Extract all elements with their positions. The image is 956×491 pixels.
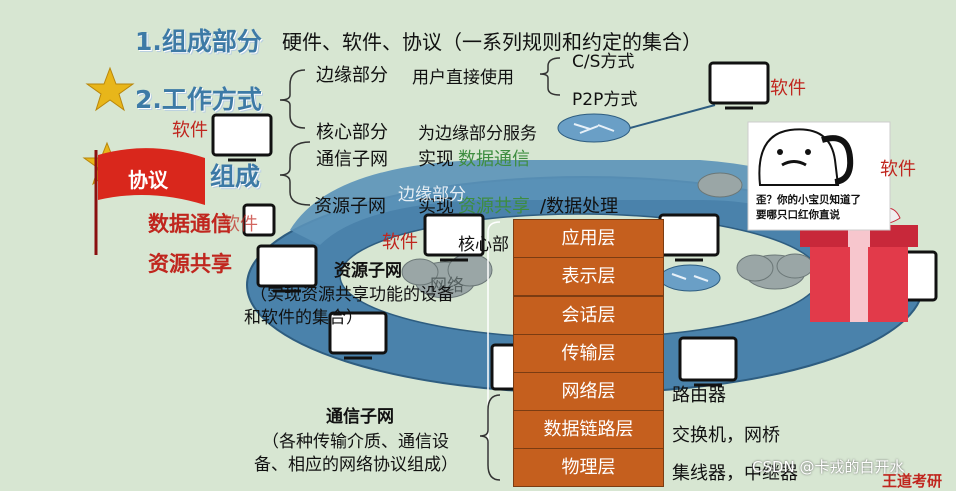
monitor-icon bbox=[708, 61, 770, 110]
sticker-line2: 要哪只口红你直说 bbox=[756, 209, 840, 221]
sticker-line1: 歪？你的小宝贝知道了 bbox=[756, 194, 861, 206]
res-subnet-highlight: 资源共享 bbox=[458, 196, 530, 217]
comm-subnet-title: 通信子网 bbox=[326, 407, 394, 427]
ring-network-label: 网络 bbox=[430, 276, 464, 296]
software-label: 软件 bbox=[382, 232, 418, 253]
bracket-core bbox=[487, 221, 501, 460]
flag-data-communication: 数据通信 bbox=[148, 212, 232, 236]
monitor-icon bbox=[256, 244, 318, 293]
resource-subnet-line1: （实现资源共享功能的设备 bbox=[250, 285, 454, 305]
res-subnet-verb: 实现 bbox=[418, 196, 454, 217]
flag-label: 协议 bbox=[128, 168, 168, 192]
cloud-right bbox=[736, 253, 814, 290]
software-label: 软件 bbox=[172, 120, 208, 141]
device-physical: 集线器，中继器 bbox=[672, 463, 798, 484]
flag-icon bbox=[94, 148, 205, 255]
ring-edge-label: 边缘部分 bbox=[398, 185, 466, 205]
comm-subnet-line2: 备、相应的网络协议组成） bbox=[254, 455, 458, 475]
heading-function-partial: 组成 bbox=[210, 162, 261, 191]
layer-session: 会话层 bbox=[513, 296, 664, 335]
flag-resource-sharing: 资源共享 bbox=[148, 252, 232, 276]
bracket-edge bbox=[539, 57, 561, 96]
resource-subnet-line2: 和软件的集合） bbox=[244, 308, 363, 328]
bracket-work-mode bbox=[279, 69, 306, 129]
software-label: 软件 bbox=[880, 159, 916, 180]
comm-subnet-label: 通信子网 bbox=[316, 149, 388, 170]
software-label: 软件 bbox=[222, 214, 258, 235]
layer-presentation: 表示层 bbox=[513, 257, 664, 296]
bracket-comm-subnet bbox=[479, 394, 501, 481]
cloud-top bbox=[697, 172, 743, 198]
ring-core-label: 核心部 bbox=[458, 235, 509, 255]
watermark: CSDN @卡戎的白开水 bbox=[752, 458, 905, 476]
device-network: 路由器 bbox=[672, 385, 726, 406]
layer-physical: 物理层 bbox=[513, 448, 664, 487]
edge-label: 边缘部分 bbox=[316, 65, 388, 86]
monitor-icon bbox=[328, 311, 388, 360]
meme-sticker bbox=[747, 121, 891, 231]
star-icon bbox=[85, 66, 135, 112]
corner-text: 王道考研 bbox=[882, 472, 943, 490]
layer-transport: 传输层 bbox=[513, 334, 664, 373]
cs-mode: C/S方式 bbox=[572, 52, 635, 72]
monitor-icon bbox=[423, 213, 485, 262]
monitor-icon bbox=[678, 336, 738, 387]
layer-application: 应用层 bbox=[513, 219, 664, 258]
monitor-icon bbox=[211, 113, 273, 162]
monitor-icon bbox=[242, 203, 276, 237]
comm-subnet-highlight: 数据通信 bbox=[458, 149, 530, 170]
layer-network: 网络层 bbox=[513, 372, 664, 411]
router-icon bbox=[659, 264, 721, 292]
resource-subnet-title: 资源子网 bbox=[334, 261, 402, 281]
router-icon bbox=[557, 113, 631, 143]
edge-desc: 用户直接使用 bbox=[412, 68, 514, 88]
comm-subnet-verb: 实现 bbox=[418, 149, 454, 170]
layer-datalink: 数据链路层 bbox=[513, 410, 664, 449]
comm-subnet-line1: （各种传输介质、通信设 bbox=[262, 432, 449, 452]
composition-text: 硬件、软件、协议（一系列规则和约定的集合） bbox=[282, 30, 702, 54]
core-desc: 为边缘部分服务 bbox=[418, 124, 537, 144]
res-subnet-label: 资源子网 bbox=[314, 196, 386, 217]
p2p-mode: P2P方式 bbox=[572, 90, 638, 110]
monitor-icon bbox=[658, 213, 720, 262]
heading-composition: 1.组成部分 bbox=[135, 27, 262, 56]
cloud-left bbox=[401, 253, 493, 299]
bracket-function bbox=[279, 141, 311, 206]
res-subnet-tail: /数据处理 bbox=[540, 196, 619, 217]
heading-work-mode: 2.工作方式 bbox=[135, 85, 262, 114]
software-label: 软件 bbox=[770, 78, 806, 99]
core-label: 核心部分 bbox=[316, 122, 388, 143]
device-datalink: 交换机，网桥 bbox=[672, 425, 780, 446]
